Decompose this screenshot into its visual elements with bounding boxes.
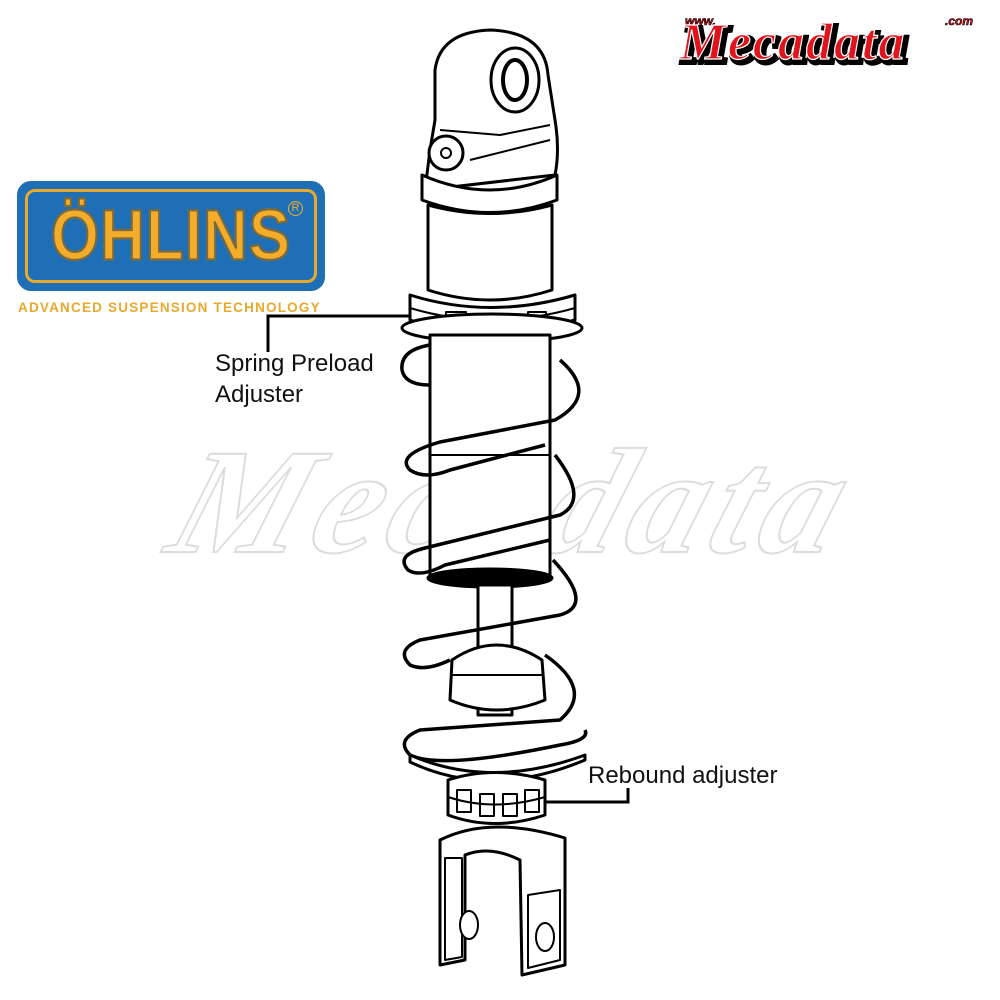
preload-label-line1: Spring Preload xyxy=(215,350,374,377)
ohlins-logo: ÖHLINS R xyxy=(17,181,325,291)
mecadata-wordmark: Mecadata xyxy=(679,14,907,66)
lower-spring-seat xyxy=(408,753,587,782)
ohlins-tagline: ADVANCED SUSPENSION TECHNOLOGY xyxy=(18,300,321,315)
ohlins-wordmark: ÖHLINS xyxy=(50,196,292,276)
rebound-adjuster xyxy=(446,771,547,825)
shock-absorber-illustration xyxy=(400,28,588,977)
rebound-leader-line xyxy=(538,788,630,804)
mecadata-wordmark-shadow: Mecadata xyxy=(682,17,910,66)
preload-leader-line xyxy=(266,314,423,352)
rebound-adjuster-label: Rebound adjuster xyxy=(588,762,778,789)
bump-stop xyxy=(448,643,547,712)
registered-mark-icon: R xyxy=(288,201,303,216)
ohlins-logo-border xyxy=(25,189,317,283)
mecadata-logo: www. .com Mecadata Mecadata xyxy=(678,13,974,66)
top-mount xyxy=(420,28,559,214)
mecadata-suffix: .com xyxy=(945,14,973,28)
mecadata-prefix: www. xyxy=(685,14,716,28)
clevis-mount xyxy=(438,825,567,977)
spring-preload-adjuster-label: Spring Preload Adjuster xyxy=(215,348,374,410)
preload-label-line2: Adjuster xyxy=(215,381,304,408)
damper-body-upper xyxy=(426,203,554,302)
